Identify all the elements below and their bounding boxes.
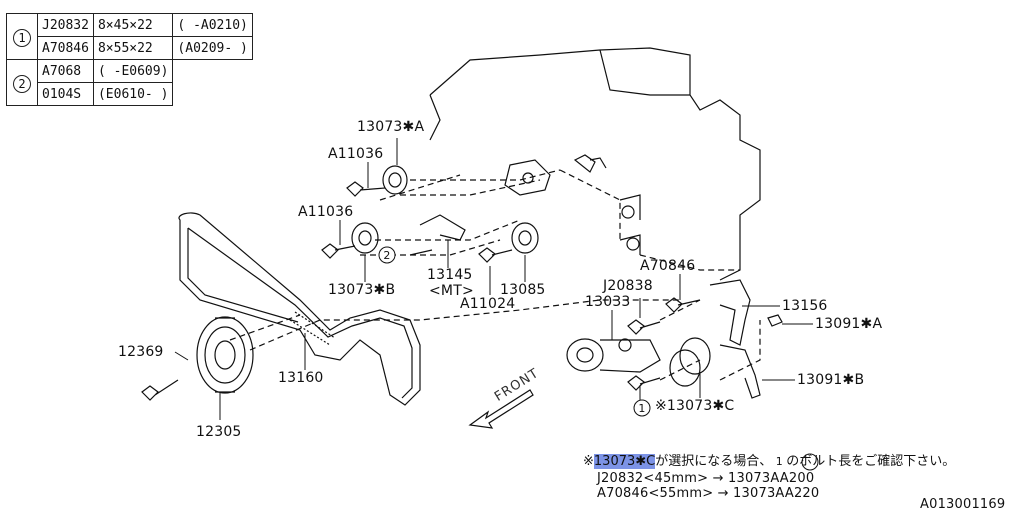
callout-j20838: J20838 [603, 278, 653, 294]
part-number-cell: J20832 [37, 13, 94, 37]
circled-number: 2 [13, 74, 31, 93]
callout-a70846: A70846 [640, 258, 696, 274]
bracket-13156 [709, 279, 751, 346]
note-line-2: J20832<45mm> → 13073AA200 [597, 471, 815, 486]
idler-pulley-13085 [511, 222, 539, 254]
part-number-cell: A7068 [37, 59, 94, 83]
callout-13156: 13156 [782, 298, 828, 314]
callout-13145: 13145 [427, 267, 473, 283]
note-text: が選択になる場合、 [655, 454, 773, 469]
note-line-3: A70846<55mm> → 13073AA220 [597, 486, 820, 501]
callout-13073-b: 13073✱B [328, 282, 396, 298]
callout-ref-1: 1 [638, 402, 646, 415]
range-cell: (E0610- ) [92, 82, 174, 106]
range-cell: ( -A0210) [172, 13, 253, 37]
circled-number: 1 [13, 28, 31, 47]
callout-13091-a: 13091✱A [815, 316, 883, 332]
ref-circle-1 [633, 399, 651, 417]
note-text-tail: のボルト長をご確認下さい。 [786, 454, 956, 469]
table-row: 2 A7068 ( -E0609) [6, 59, 253, 106]
figure-id: A013001169 [920, 497, 1006, 512]
idler-pulley-b [351, 222, 379, 254]
drive-belt [178, 212, 421, 406]
group-number-cell: 2 [6, 59, 38, 106]
ref-circle-2 [378, 246, 396, 264]
group-number-cell: 1 [6, 13, 38, 60]
callout-12369: 12369 [118, 344, 164, 360]
range-cell: ( -E0609) [92, 59, 174, 83]
tensioner-assembly [566, 338, 604, 372]
callout-13033: 13033 [585, 294, 631, 310]
note-prefix: ※ [583, 454, 594, 469]
callout-a11024: A11024 [460, 296, 516, 312]
callout-13073-c: ※13073✱C [655, 398, 735, 414]
callout-a11036-lower: A11036 [298, 204, 354, 220]
callout-12305: 12305 [196, 424, 242, 440]
parts-reference-table: 1 J20832 8×45×22 ( -A0210) A70846 8×55×2… [6, 13, 253, 106]
callout-13091-b: 13091✱B [797, 372, 865, 388]
table-row: A70846 8×55×22 (A0209- ) [7, 36, 253, 60]
crank-pulley [196, 316, 254, 394]
front-arrow-icon [468, 389, 534, 429]
callout-a11036-upper: A11036 [328, 146, 384, 162]
bracket-13091b [719, 344, 761, 399]
range-cell: (A0209- ) [172, 36, 253, 60]
table-row: 1 J20832 8×45×22 ( -A0210) [6, 13, 253, 60]
note-circle-number: 1 [775, 455, 783, 468]
callout-13073-a: 13073✱A [357, 119, 425, 135]
table-row: 0104S (E0610- ) [7, 82, 253, 106]
callout-13085: 13085 [500, 282, 546, 298]
note-ref-circle-1 [801, 453, 819, 471]
callout-ref-2: 2 [383, 249, 391, 262]
bracket-13145 [419, 214, 466, 241]
engine-block-outline [429, 47, 761, 281]
idler-pulley-a [382, 165, 408, 195]
clip-13091a [767, 314, 783, 327]
engine-block-inner [429, 49, 690, 141]
callout-13160: 13160 [278, 370, 324, 386]
note-highlighted-part: 13073✱C [593, 454, 656, 469]
part-number-cell: 0104S [37, 82, 94, 106]
callout-13145-mt: <MT> [429, 283, 474, 299]
idler-pulley-c [679, 337, 711, 375]
